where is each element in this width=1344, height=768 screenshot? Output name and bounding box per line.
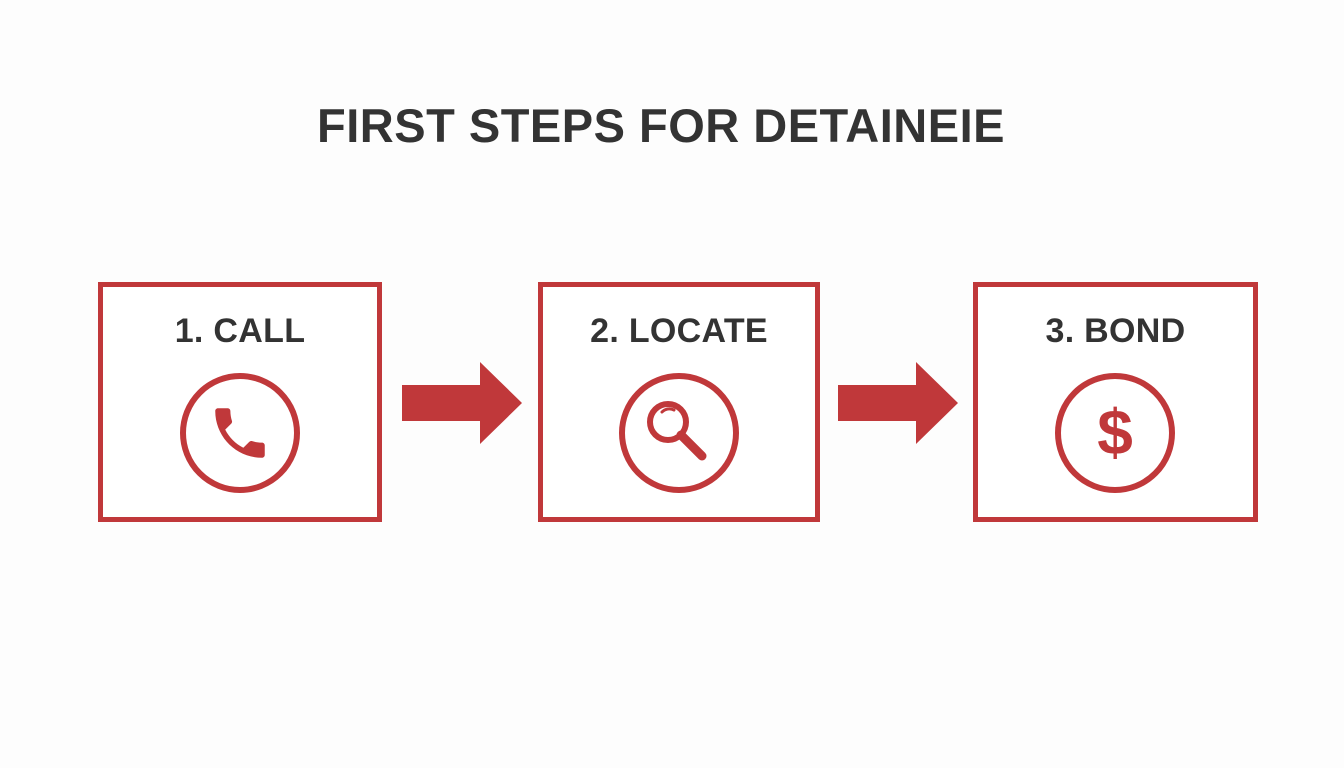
dollar-icon: $ (1054, 372, 1176, 494)
step-locate-box: 2. LOCATE (538, 282, 820, 522)
dollar-symbol: $ (1097, 396, 1133, 468)
step-call-label: 1. CALL (174, 312, 306, 350)
magnifier-icon (618, 372, 740, 494)
step-locate-label: 2. LOCATE (590, 312, 768, 350)
arrow-right-icon (402, 362, 522, 444)
step-call-box: 1. CALL (98, 282, 382, 522)
step-bond-box: 3. BOND $ (973, 282, 1258, 522)
diagram-title: FIRST STEPS FOR DETAINEIE (317, 99, 1005, 152)
arrow-right-icon (838, 362, 958, 444)
step-bond-label: 3. BOND (1045, 312, 1186, 350)
phone-icon (179, 372, 301, 494)
